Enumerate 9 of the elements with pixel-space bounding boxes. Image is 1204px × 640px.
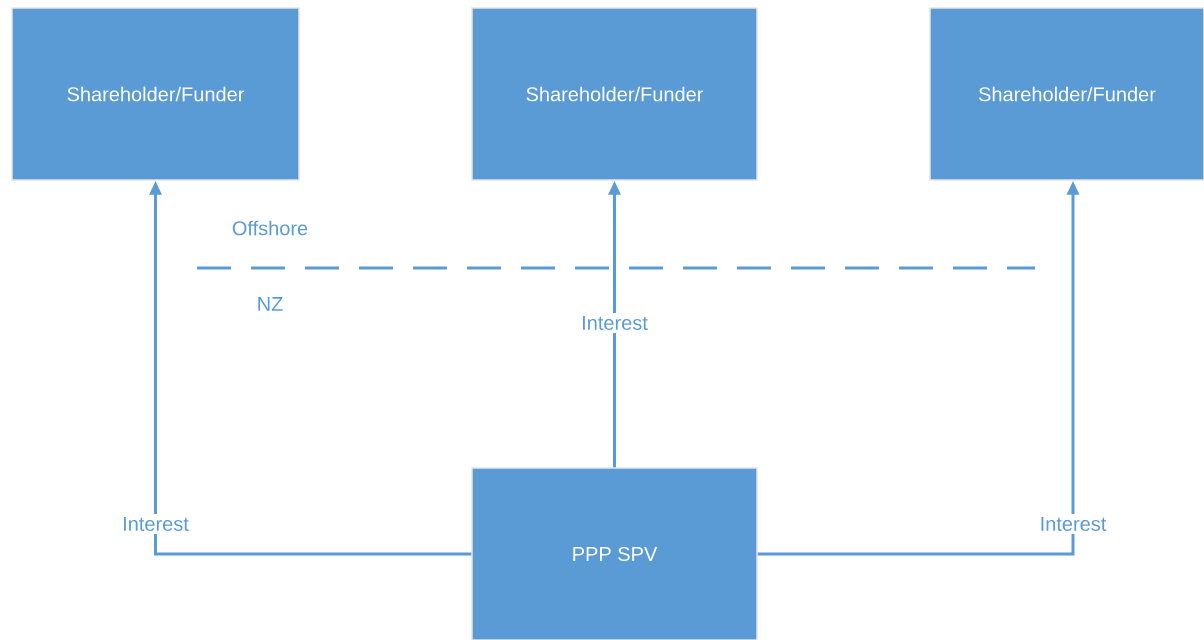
edge-label: Interest (578, 313, 651, 333)
edge-label: Interest (1036, 514, 1110, 534)
region-label: Offshore (232, 220, 308, 236)
entity-box: Shareholder/Funder (929, 7, 1204, 181)
entity-box: Shareholder/Funder (11, 7, 300, 181)
entity-box: Shareholder/Funder (471, 7, 758, 181)
entity-box: PPP SPV (471, 467, 758, 640)
edge-label: Interest (119, 514, 192, 534)
region-label: NZ (258, 297, 283, 311)
